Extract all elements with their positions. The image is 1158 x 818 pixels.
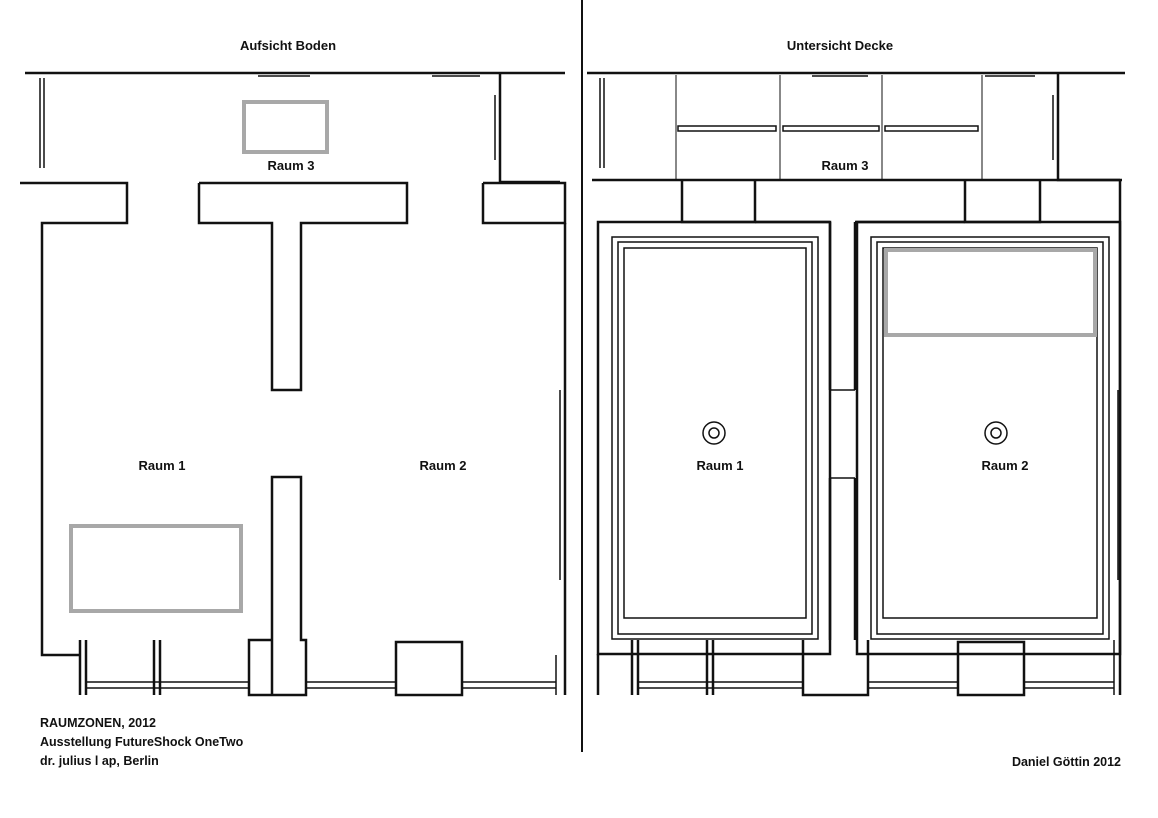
caption-venue: dr. julius l ap, Berlin xyxy=(40,754,159,768)
caption-block: RAUMZONEN, 2012 Ausstellung FutureShock … xyxy=(40,714,243,771)
floor-plan xyxy=(20,71,567,697)
ceiling-plan xyxy=(587,71,1125,697)
caption-title: RAUMZONEN, 2012 xyxy=(40,716,156,730)
floor-zone-room1 xyxy=(69,524,243,613)
ceiling-label-room3: Raum 3 xyxy=(822,158,869,173)
floor-label-room3: Raum 3 xyxy=(268,158,315,173)
ceiling-view-title: Untersicht Decke xyxy=(787,38,893,53)
floor-label-room1: Raum 1 xyxy=(139,458,186,473)
author-credit: Daniel Göttin 2012 xyxy=(1011,755,1121,769)
floor-zone-room3 xyxy=(242,100,329,154)
ceiling-zone-room2 xyxy=(884,248,1097,337)
caption-exhibition: Ausstellung FutureShock OneTwo xyxy=(40,735,244,749)
floor-label-room2: Raum 2 xyxy=(420,458,467,473)
ceiling-label-room1: Raum 1 xyxy=(697,458,744,473)
floor-view-title: Aufsicht Boden xyxy=(240,38,336,53)
ceiling-label-room2: Raum 2 xyxy=(982,458,1029,473)
